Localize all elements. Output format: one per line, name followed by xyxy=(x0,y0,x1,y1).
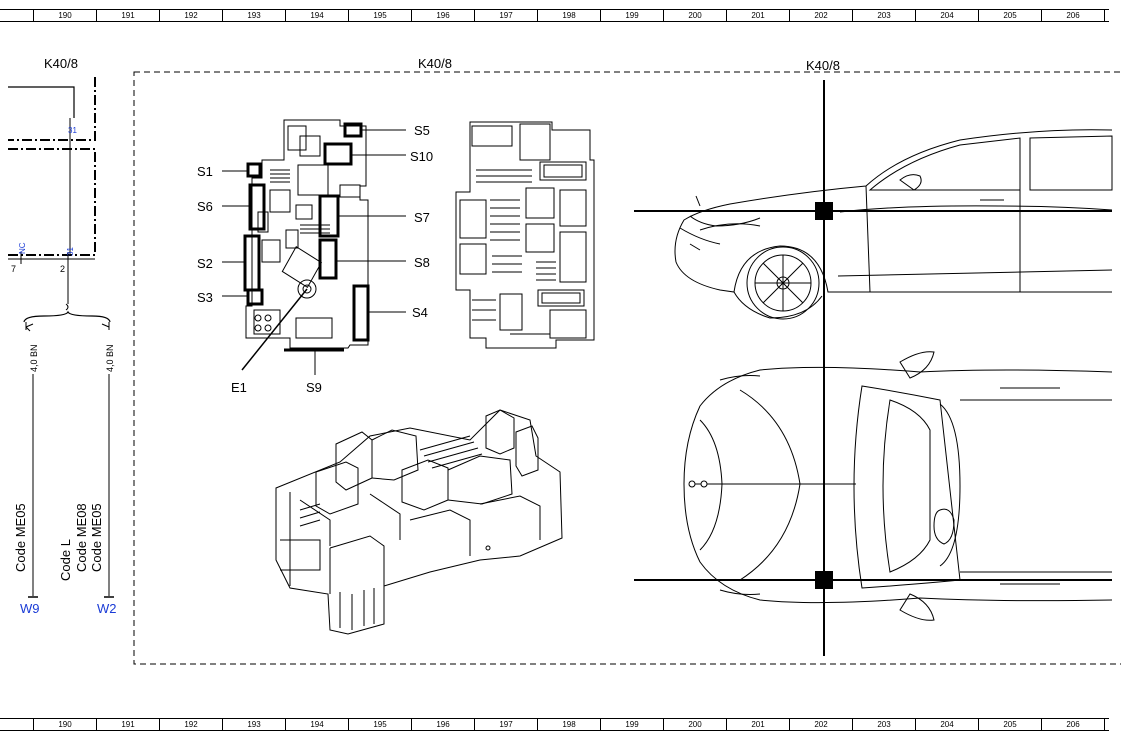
ruler-cell: 201 xyxy=(726,9,789,21)
fuse-label-s1: S1 xyxy=(197,164,213,179)
connector-w9[interactable]: W9 xyxy=(20,601,40,616)
ruler-cell: 195 xyxy=(348,9,411,21)
left-wiring xyxy=(8,77,114,598)
ruler-cell: 196 xyxy=(411,9,474,21)
pin-label: 31 xyxy=(66,247,75,256)
ruler-frame xyxy=(0,9,1109,22)
ruler-cell: 190 xyxy=(33,9,96,21)
relay-label-e1: E1 xyxy=(231,380,247,395)
ruler-cell: 203 xyxy=(852,9,915,21)
fuse-label-s3: S3 xyxy=(197,290,213,305)
ruler-cell: 197 xyxy=(474,718,537,730)
ruler-cell: 206 xyxy=(1041,9,1104,21)
connector-w2[interactable]: W2 xyxy=(97,601,117,616)
location-marker-top xyxy=(815,571,833,589)
fuse-label-s5: S5 xyxy=(414,123,430,138)
pin-label: NC xyxy=(18,242,27,254)
fuse-box-bottom-view xyxy=(455,121,595,349)
vehicle-side-view xyxy=(674,129,1113,320)
wire-label: 4,0 BN xyxy=(29,344,39,372)
fuse-box-isometric xyxy=(275,409,563,635)
ruler-cell: 194 xyxy=(285,718,348,730)
ruler-cell: 198 xyxy=(537,718,600,730)
component-label-left: K40/8 xyxy=(44,56,78,71)
fuse-box-top-view xyxy=(222,119,406,375)
ruler-cell: 205 xyxy=(978,718,1041,730)
ruler-cell: 206 xyxy=(1041,718,1104,730)
fuse-label-s7: S7 xyxy=(414,210,430,225)
wire-label: 4,0 BN xyxy=(105,344,115,372)
fuse-label-s6: S6 xyxy=(197,199,213,214)
ruler-cell: 196 xyxy=(411,718,474,730)
code-label: Code ME05 xyxy=(89,503,104,572)
code-label: Code ME08 xyxy=(74,503,89,572)
ruler-cell: 199 xyxy=(600,718,663,730)
fuse-label-s10: S10 xyxy=(410,149,433,164)
location-crosshair xyxy=(634,80,1112,656)
column-ruler-bottom: 190 191 192 193 194 195 196 197 198 199 … xyxy=(0,718,1121,732)
ruler-cell: 197 xyxy=(474,9,537,21)
ruler-cell: 193 xyxy=(222,718,285,730)
component-label-right: K40/8 xyxy=(806,58,840,73)
component-label-center: K40/8 xyxy=(418,56,452,71)
ruler-cell: 192 xyxy=(159,718,222,730)
code-label: Code L xyxy=(58,539,73,581)
ruler-cell: 195 xyxy=(348,718,411,730)
ruler-cell: 191 xyxy=(96,9,159,21)
ruler-cell: 200 xyxy=(663,9,726,21)
ruler-cell: 203 xyxy=(852,718,915,730)
ruler-frame xyxy=(0,718,1109,731)
ruler-cell: 193 xyxy=(222,9,285,21)
location-marker-side xyxy=(815,202,833,220)
ruler-cell: 202 xyxy=(789,718,852,730)
fuse-label-s2: S2 xyxy=(197,256,213,271)
pin-label: 7 xyxy=(11,264,16,274)
ruler-cell: 200 xyxy=(663,718,726,730)
ruler-cell: 192 xyxy=(159,9,222,21)
code-label: Code ME05 xyxy=(13,503,28,572)
column-ruler-top: 190 191 192 193 194 195 196 197 198 199 … xyxy=(0,9,1121,23)
component-frame xyxy=(133,71,1121,665)
ruler-cell-end xyxy=(1104,718,1109,730)
ruler-cell: 194 xyxy=(285,9,348,21)
ruler-cell: 190 xyxy=(33,718,96,730)
fuse-label-s8: S8 xyxy=(414,255,430,270)
fuse-label-s4: S4 xyxy=(412,305,428,320)
ruler-cell: 199 xyxy=(600,9,663,21)
ruler-cell: 201 xyxy=(726,718,789,730)
ruler-cell-end xyxy=(1104,9,1109,21)
pin-label: 2 xyxy=(60,264,65,274)
pin-label: 31 xyxy=(68,126,77,135)
ruler-cell: 198 xyxy=(537,9,600,21)
ruler-cell: 202 xyxy=(789,9,852,21)
ruler-cell: 205 xyxy=(978,9,1041,21)
ruler-cell: 204 xyxy=(915,718,978,730)
fuse-label-s9: S9 xyxy=(306,380,322,395)
ruler-cell: 191 xyxy=(96,718,159,730)
ruler-cell: 204 xyxy=(915,9,978,21)
